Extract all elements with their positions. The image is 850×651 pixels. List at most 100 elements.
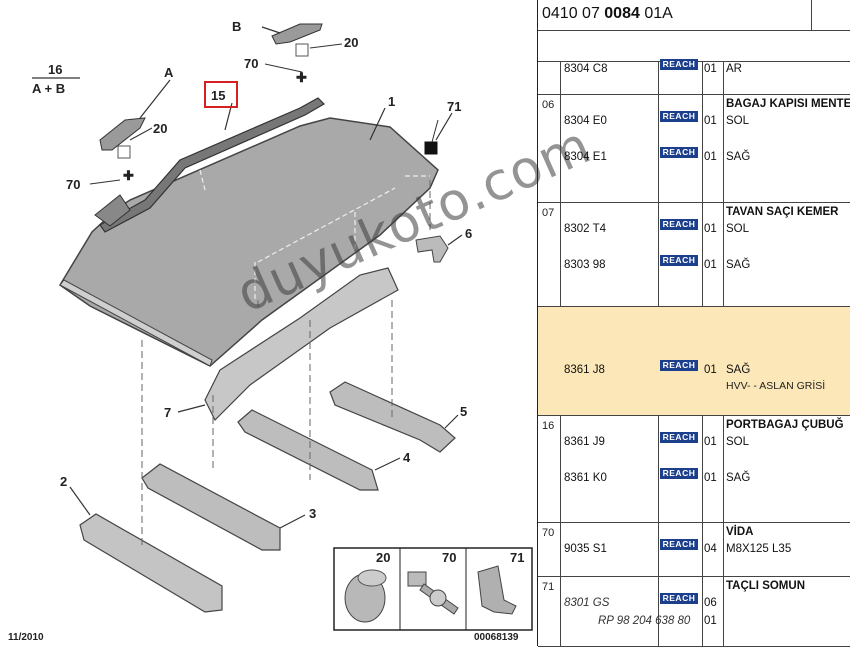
diagram-code: 00068139 [474, 632, 519, 643]
group-title: TAVAN SAÇI KEMER [726, 206, 839, 218]
callout-3: 3 [309, 506, 316, 521]
callout-16: 16 [48, 62, 62, 77]
reach-badge: REACH [660, 255, 698, 266]
callout-1: 1 [388, 94, 395, 109]
callout-5: 5 [460, 404, 467, 419]
quantity: 01 [704, 151, 717, 163]
reach-badge: REACH [660, 432, 698, 443]
callout-15-box [204, 81, 238, 108]
table-row: 8304 C8 REACH 01 AR [538, 59, 850, 95]
parts-group: 8304 C8 REACH 01 AR [538, 59, 850, 95]
part-description: SAĞ [726, 259, 751, 271]
group-number: 70 [542, 527, 555, 539]
table-row: RP 98 204 638 80 01 [538, 613, 850, 647]
group-number: 16 [542, 420, 555, 432]
ref-prefix: 0410 07 [542, 5, 605, 22]
table-row: 8361 K0 REACH 01 SAĞ [538, 468, 850, 504]
part-description: M8X125 L35 [726, 543, 792, 555]
quantity: 01 [704, 63, 717, 75]
part-description: AR [726, 63, 742, 75]
group-number: 71 [542, 581, 555, 593]
inset-label-70: 70 [442, 550, 456, 565]
parts-table: 0410 07 0084 01A 8304 C8 REACH 01 AR 06 BAGAJ… [537, 0, 850, 647]
callout-70-top: 70 [244, 56, 258, 71]
ref-suffix: 01A [639, 5, 673, 22]
parts-diagram: ✚ ✚ B A 16 A + B 70 20 15 1 71 20 70 6 7… [8, 19, 533, 643]
table-row: 8302 T4 REACH 01 SOL [538, 219, 850, 255]
part-number: 8361 J9 [564, 436, 605, 448]
parts-group: 16 PORTBAGAJ ÇUBUĞ 8361 J9 REACH 01 SOL 8361 K… [538, 416, 850, 523]
diagram-date: 11/2010 [8, 632, 44, 643]
part-number: 8301 GS [564, 597, 610, 609]
part-description: SOL [726, 436, 750, 448]
quantity: 04 [704, 543, 717, 555]
fastener-inset: 20 70 71 [333, 547, 533, 631]
group-title: PORTBAGAJ ÇUBUĞ [726, 419, 844, 431]
quantity: 01 [704, 259, 717, 271]
callout-2: 2 [60, 474, 67, 489]
callout-6: 6 [465, 226, 472, 241]
group-title: VİDA [726, 526, 754, 538]
group-number: 07 [542, 207, 555, 219]
callout-7: 7 [164, 405, 171, 420]
reach-badge: REACH [660, 593, 698, 604]
quantity: 06 [704, 597, 717, 609]
reach-badge: REACH [660, 539, 698, 550]
reach-badge: REACH [660, 219, 698, 230]
table-row: 8304 E0 REACH 01 SOL [538, 111, 850, 147]
part-number: 8304 E0 [564, 115, 607, 127]
table-row: 8361 J9 REACH 01 SOL [538, 432, 850, 468]
reach-badge: REACH [660, 468, 698, 479]
part-description: SOL [726, 223, 750, 235]
callout-20-top: 20 [344, 35, 358, 50]
table-row: 8361 J8 REACH 01 SAĞ HVV- - ASLAN GRİSİ [538, 307, 850, 415]
quantity: 01 [704, 364, 717, 376]
quantity: 01 [704, 615, 717, 627]
table-row: 8301 GS REACH 06 [538, 593, 850, 629]
reach-badge: REACH [660, 360, 698, 371]
group-title: TAÇLI SOMUN [726, 580, 806, 592]
part-number: 8302 T4 [564, 223, 606, 235]
part-reference-header: 0410 07 0084 01A [538, 0, 850, 31]
callout-15: 15 [211, 88, 225, 103]
quantity: 01 [704, 472, 717, 484]
part-number: 8361 J8 [564, 364, 605, 376]
parts-group: 07 TAVAN SAÇI KEMER 8302 T4 REACH 01 SOL 8303 … [538, 203, 850, 307]
group-number: 06 [542, 99, 555, 111]
exploded-view-drawing: ✚ ✚ B A 16 A + B 70 20 15 1 71 20 70 6 7… [8, 19, 533, 643]
part-number: RP 98 204 638 80 [598, 615, 691, 627]
part-note: HVV- - ASLAN GRİSİ [726, 380, 826, 392]
ref-bold: 0084 [604, 5, 640, 22]
reach-badge: REACH [660, 147, 698, 158]
part-description: SOL [726, 115, 750, 127]
quantity: 01 [704, 115, 717, 127]
parts-group: 71 TAÇLI SOMUN 8301 GS REACH 06 RP 98 204 638… [538, 577, 850, 647]
part-description: SAĞ [726, 364, 751, 376]
callout-a-plus-b: A + B [32, 81, 65, 96]
part-description: SAĞ [726, 472, 751, 484]
group-title: BAGAJ KAPISI MENTE [726, 98, 850, 110]
inset-label-71: 71 [510, 550, 524, 565]
reach-badge: REACH [660, 111, 698, 122]
quantity: 01 [704, 223, 717, 235]
part-number: 8304 E1 [564, 151, 607, 163]
part-number: 8303 98 [564, 259, 606, 271]
part-description: SAĞ [726, 151, 751, 163]
callout-4: 4 [403, 450, 411, 465]
table-row: 8304 E1 REACH 01 SAĞ [538, 147, 850, 183]
callout-70-left: 70 [66, 177, 80, 192]
cross-marker-icon-2: ✚ [296, 70, 307, 85]
inset-label-20: 20 [376, 550, 390, 565]
callout-b: B [232, 19, 241, 34]
cross-marker-icon: ✚ [123, 168, 134, 183]
reach-badge: REACH [660, 59, 698, 70]
part-number: 8304 C8 [564, 63, 608, 75]
part-number: 8361 K0 [564, 472, 607, 484]
callout-20-left: 20 [153, 121, 167, 136]
table-row: 8303 98 REACH 01 SAĞ [538, 255, 850, 291]
quantity: 01 [704, 436, 717, 448]
